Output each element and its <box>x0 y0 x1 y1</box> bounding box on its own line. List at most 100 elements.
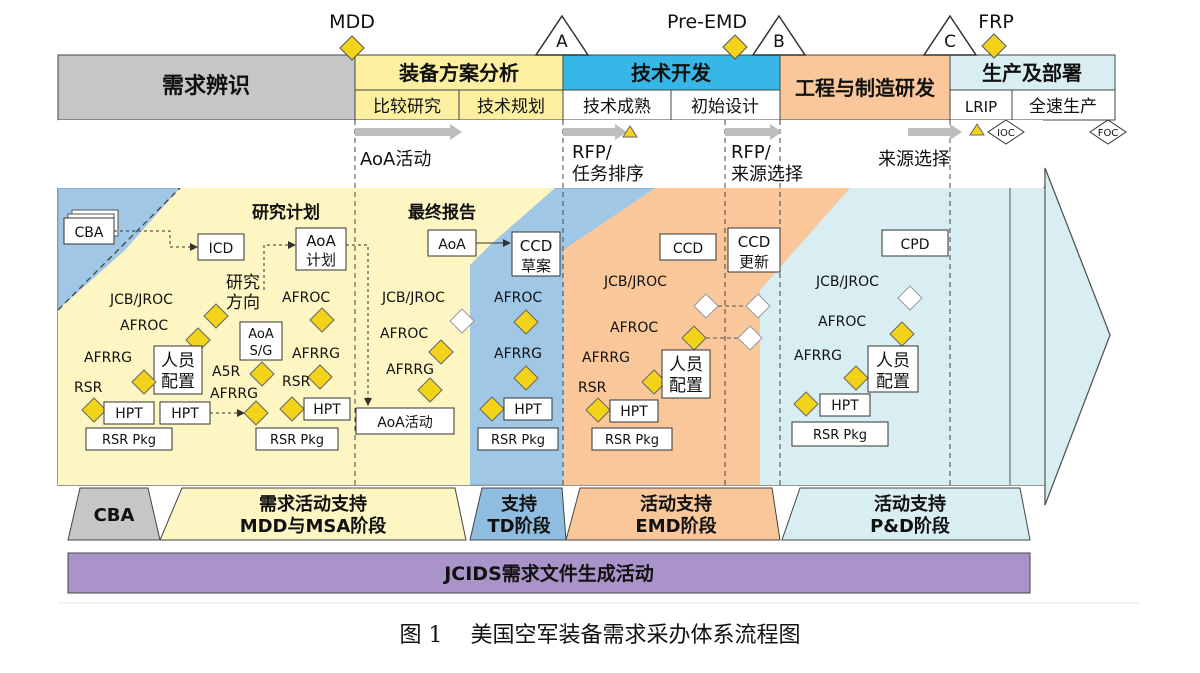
aoa-sg-line2: S/G <box>250 344 273 359</box>
ccd-update-box <box>727 227 781 273</box>
activity-labels: AoA活动 RFP/ 任务排序 RFP/ 来源选择 来源选择 <box>360 142 950 185</box>
rsrpkg-label-1a: RSR Pkg <box>102 433 156 448</box>
ccd-update-line1: CCD <box>738 233 771 251</box>
support-cba-label: CBA <box>94 505 135 526</box>
phase-requirements-box <box>57 54 356 121</box>
figure-caption: 图 1 美国空军装备需求采办体系流程图 <box>400 623 801 648</box>
lrip-triangle-icon <box>969 123 985 136</box>
milestone-b-triangle-icon <box>751 14 807 56</box>
jcb-diamond-icon <box>203 303 229 329</box>
hpt-diamond-icon <box>793 391 819 417</box>
support-msa-line1: 需求活动支持 <box>259 493 367 515</box>
icd-box <box>197 233 245 261</box>
ccd-box <box>659 233 717 261</box>
aoa-activity-box <box>355 407 455 435</box>
hpt-box-td <box>503 397 553 421</box>
aoa-activity-box-label: AoA活动 <box>377 415 432 431</box>
rsrpkg-label-emd: RSR Pkg <box>605 433 659 448</box>
final-report-label: 最终报告 <box>408 202 476 223</box>
region-td: CCD 草案 AFROC AFRRG HPT RSR Pkg <box>477 231 561 451</box>
frp-diamond-icon <box>981 33 1007 59</box>
milestone-pre-emd-label: Pre-EMD <box>667 11 747 33</box>
staffing-emd-line2: 配置 <box>669 376 703 396</box>
phase-pd-label: 生产及部署 <box>982 61 1082 85</box>
jcb-diamond-open-icon <box>693 293 719 319</box>
staffing-emd-line1: 人员 <box>669 355 703 375</box>
region-requirements: CBA ICD 研究计划 AoA 计划 研究 方向 JCB/JROC AFROC… <box>63 202 372 451</box>
support-pd-line1: 活动支持 <box>874 493 946 515</box>
jcids-bar <box>67 552 1031 594</box>
pre-emd-diamond-icon <box>722 34 748 60</box>
research-dir-line2: 方向 <box>226 293 260 313</box>
staffing-line1: 人员 <box>161 351 195 371</box>
afrrg-diamond-icon <box>843 365 869 391</box>
icd-label: ICD <box>209 241 234 257</box>
hpt-label-pd: HPT <box>831 398 859 414</box>
rfp1-line2: 任务排序 <box>572 164 644 185</box>
research-dir-line1: 研究 <box>226 273 260 293</box>
afroc-diamond-icon <box>513 309 539 335</box>
staffing-pd-line1: 人员 <box>876 351 910 371</box>
staffing-pd-line2: 配置 <box>876 372 910 392</box>
phase-pd-sub2: 全速生产 <box>1029 97 1097 117</box>
a5r-diamond-icon <box>249 361 275 387</box>
afroc-diamond-open-icon <box>737 325 763 351</box>
region-pd: CPD JCB/JROC AFROC AFRRG 人员 配置 HPT RSR P… <box>791 229 949 447</box>
activity-arrows: IOC FOC <box>355 119 1127 145</box>
mdd-diamond-icon <box>339 35 365 61</box>
phase-emd-label: 工程与制造研发 <box>795 76 936 100</box>
aoa-box <box>427 229 477 257</box>
jcb-label-pd: JCB/JROC <box>815 274 879 290</box>
rsrpkg-box-1a <box>85 427 173 451</box>
phase-td-sub1: 技术成熟 <box>583 96 651 117</box>
rsr-diamond-icon <box>81 397 107 423</box>
hpt-diamond-icon <box>243 400 269 426</box>
aoa-sg-box <box>239 321 283 361</box>
hpt-label-emd: HPT <box>620 404 648 420</box>
support-emd-trapezoid <box>565 487 781 541</box>
cpd-box <box>881 229 949 257</box>
afroc-label-emd: AFROC <box>610 320 658 336</box>
afroc-diamond-icon <box>428 339 454 365</box>
rsrpkg-box-1b <box>255 427 339 451</box>
afroc-label-1a: AFROC <box>120 318 168 334</box>
hpt-label-1b: HPT <box>171 406 199 422</box>
milestone-c-triangle-icon <box>922 14 978 56</box>
jcb-label-1: JCB/JROC <box>109 292 173 308</box>
jcids-label: JCIDS需求文件生成活动 <box>442 562 654 585</box>
rsrpkg-label-pd: RSR Pkg <box>813 428 867 443</box>
activity-strip <box>58 120 1043 188</box>
support-msa-line2: MDD与MSA阶段 <box>240 515 388 537</box>
afrrg-diamond-icon <box>513 365 539 391</box>
afrrg-label-1a: AFRRG <box>292 346 340 362</box>
aoa-sg-line1: AoA <box>248 327 274 342</box>
afroc-diamond-icon <box>309 307 335 333</box>
afrrg-label-1b: AFRRG <box>84 350 132 366</box>
support-pd-line2: P&D阶段 <box>870 515 951 537</box>
afrrg-label-msa: AFRRG <box>386 362 434 378</box>
milestone-mdd-label: MDD <box>329 11 375 33</box>
rsrpkg-label-1b: RSR Pkg <box>270 433 324 448</box>
afrrg-label-pd: AFRRG <box>794 348 842 364</box>
phase-td-label: 技术开发 <box>631 61 712 85</box>
staffing-box-emd <box>661 349 711 399</box>
hpt-label-1c: HPT <box>313 402 341 418</box>
cba-label: CBA <box>75 225 104 241</box>
phase-requirements-label: 需求辨识 <box>162 73 250 99</box>
support-emd-line1: 活动支持 <box>640 493 712 515</box>
rsr-label-1a: RSR <box>74 380 103 396</box>
support-td-line2: TD阶段 <box>487 515 551 537</box>
ccd-box-label: CCD <box>673 241 703 257</box>
research-plan-label: 研究计划 <box>252 202 320 223</box>
aoa-activity-label: AoA活动 <box>360 149 431 170</box>
jcb-label-emd: JCB/JROC <box>603 274 667 290</box>
rsr-label-1b: RSR <box>282 374 311 390</box>
jcb-label-msa: JCB/JROC <box>381 290 445 306</box>
afroc-label-td: AFROC <box>494 290 542 306</box>
foc-diamond-icon <box>1089 119 1127 145</box>
source-select-label: 来源选择 <box>878 149 950 170</box>
support-phases: CBA 需求活动支持 MDD与MSA阶段 支持 TD阶段 活动支持 EMD阶段 … <box>67 487 1031 594</box>
jcb-diamond-open-icon <box>449 308 475 334</box>
